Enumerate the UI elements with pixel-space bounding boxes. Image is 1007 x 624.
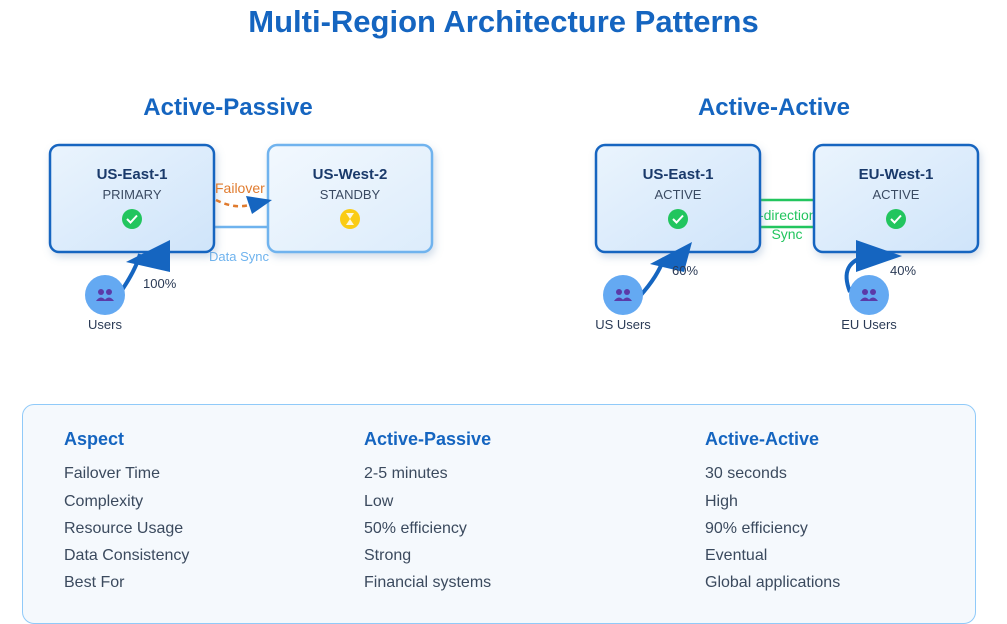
failover-arrowhead bbox=[246, 196, 272, 214]
eu-west-region-name: EU-West-1 bbox=[859, 166, 934, 183]
table-cell: Complexity bbox=[64, 493, 144, 510]
check-icon bbox=[886, 209, 906, 229]
eu-west-region-box[interactable]: EU-West-1 ACTIVE bbox=[812, 143, 980, 254]
table-cell: Global applications bbox=[705, 574, 841, 591]
hourglass-icon bbox=[340, 209, 360, 229]
table-cell: Failover Time bbox=[64, 465, 161, 482]
users-icon bbox=[85, 275, 125, 315]
users-label: Users bbox=[88, 317, 122, 332]
comparison-table: Aspect Active-Passive Active-Active Fail… bbox=[22, 404, 976, 624]
us-users-traffic-arrowhead bbox=[650, 242, 692, 272]
table-cell: 50% efficiency bbox=[364, 520, 467, 537]
table-cell: Resource Usage bbox=[64, 520, 184, 537]
table-cell: Data Consistency bbox=[64, 547, 190, 564]
standby-region-box[interactable]: US-West-2 STANDBY bbox=[266, 143, 434, 254]
table-header-active-active: Active-Active bbox=[705, 429, 820, 449]
failover-arrow bbox=[215, 198, 253, 208]
active-passive-heading: Active-Passive bbox=[143, 94, 313, 121]
table-header-active-passive: Active-Passive bbox=[364, 429, 492, 449]
eu-users-icon bbox=[849, 275, 889, 315]
table-cell: 30 seconds bbox=[705, 465, 787, 482]
standby-region-name: US-West-2 bbox=[313, 166, 388, 183]
failover-label: Failover bbox=[215, 180, 265, 196]
users-traffic-percent: 100% bbox=[143, 276, 177, 291]
check-icon bbox=[668, 209, 688, 229]
us-east-region-role: ACTIVE bbox=[655, 187, 702, 202]
us-east-region-name: US-East-1 bbox=[643, 166, 714, 183]
us-users-label: US Users bbox=[595, 317, 651, 332]
table-cell: Eventual bbox=[705, 547, 768, 564]
standby-region-role: STANDBY bbox=[320, 187, 381, 202]
primary-region-name: US-East-1 bbox=[97, 166, 168, 183]
check-icon bbox=[122, 209, 142, 229]
bidirectional-sync-label-2: Sync bbox=[771, 226, 802, 242]
us-users-icon bbox=[603, 275, 643, 315]
table-cell: 2-5 minutes bbox=[364, 465, 448, 482]
table-cell: Low bbox=[364, 493, 394, 510]
data-sync-label: Data Sync bbox=[209, 249, 269, 264]
primary-region-role: PRIMARY bbox=[103, 187, 162, 202]
users-traffic-arrowhead bbox=[126, 240, 170, 272]
table-cell: High bbox=[705, 493, 738, 510]
table-cell: Best For bbox=[64, 574, 125, 591]
active-active-heading: Active-Active bbox=[697, 94, 851, 121]
eu-users-traffic-arrowhead bbox=[856, 240, 902, 272]
architecture-diagram: Data Sync US-East-1 PRIMARY US-West-2 ST… bbox=[48, 143, 980, 332]
us-users-traffic-percent: 60% bbox=[672, 263, 698, 278]
table-cell: Strong bbox=[364, 547, 412, 564]
table-cell: 90% efficiency bbox=[705, 520, 808, 537]
table-header-aspect: Aspect bbox=[64, 429, 125, 449]
page-title: Multi-Region Architecture Patterns bbox=[248, 4, 759, 39]
eu-users-traffic-percent: 40% bbox=[890, 263, 916, 278]
bidirectional-sync-label: Bi-directional bbox=[747, 207, 828, 223]
us-east-region-box[interactable]: US-East-1 ACTIVE bbox=[594, 143, 762, 254]
table-cell: Financial systems bbox=[364, 574, 492, 591]
eu-users-label: EU Users bbox=[841, 317, 897, 332]
eu-west-region-role: ACTIVE bbox=[873, 187, 920, 202]
primary-region-box[interactable]: US-East-1 PRIMARY bbox=[48, 143, 216, 254]
